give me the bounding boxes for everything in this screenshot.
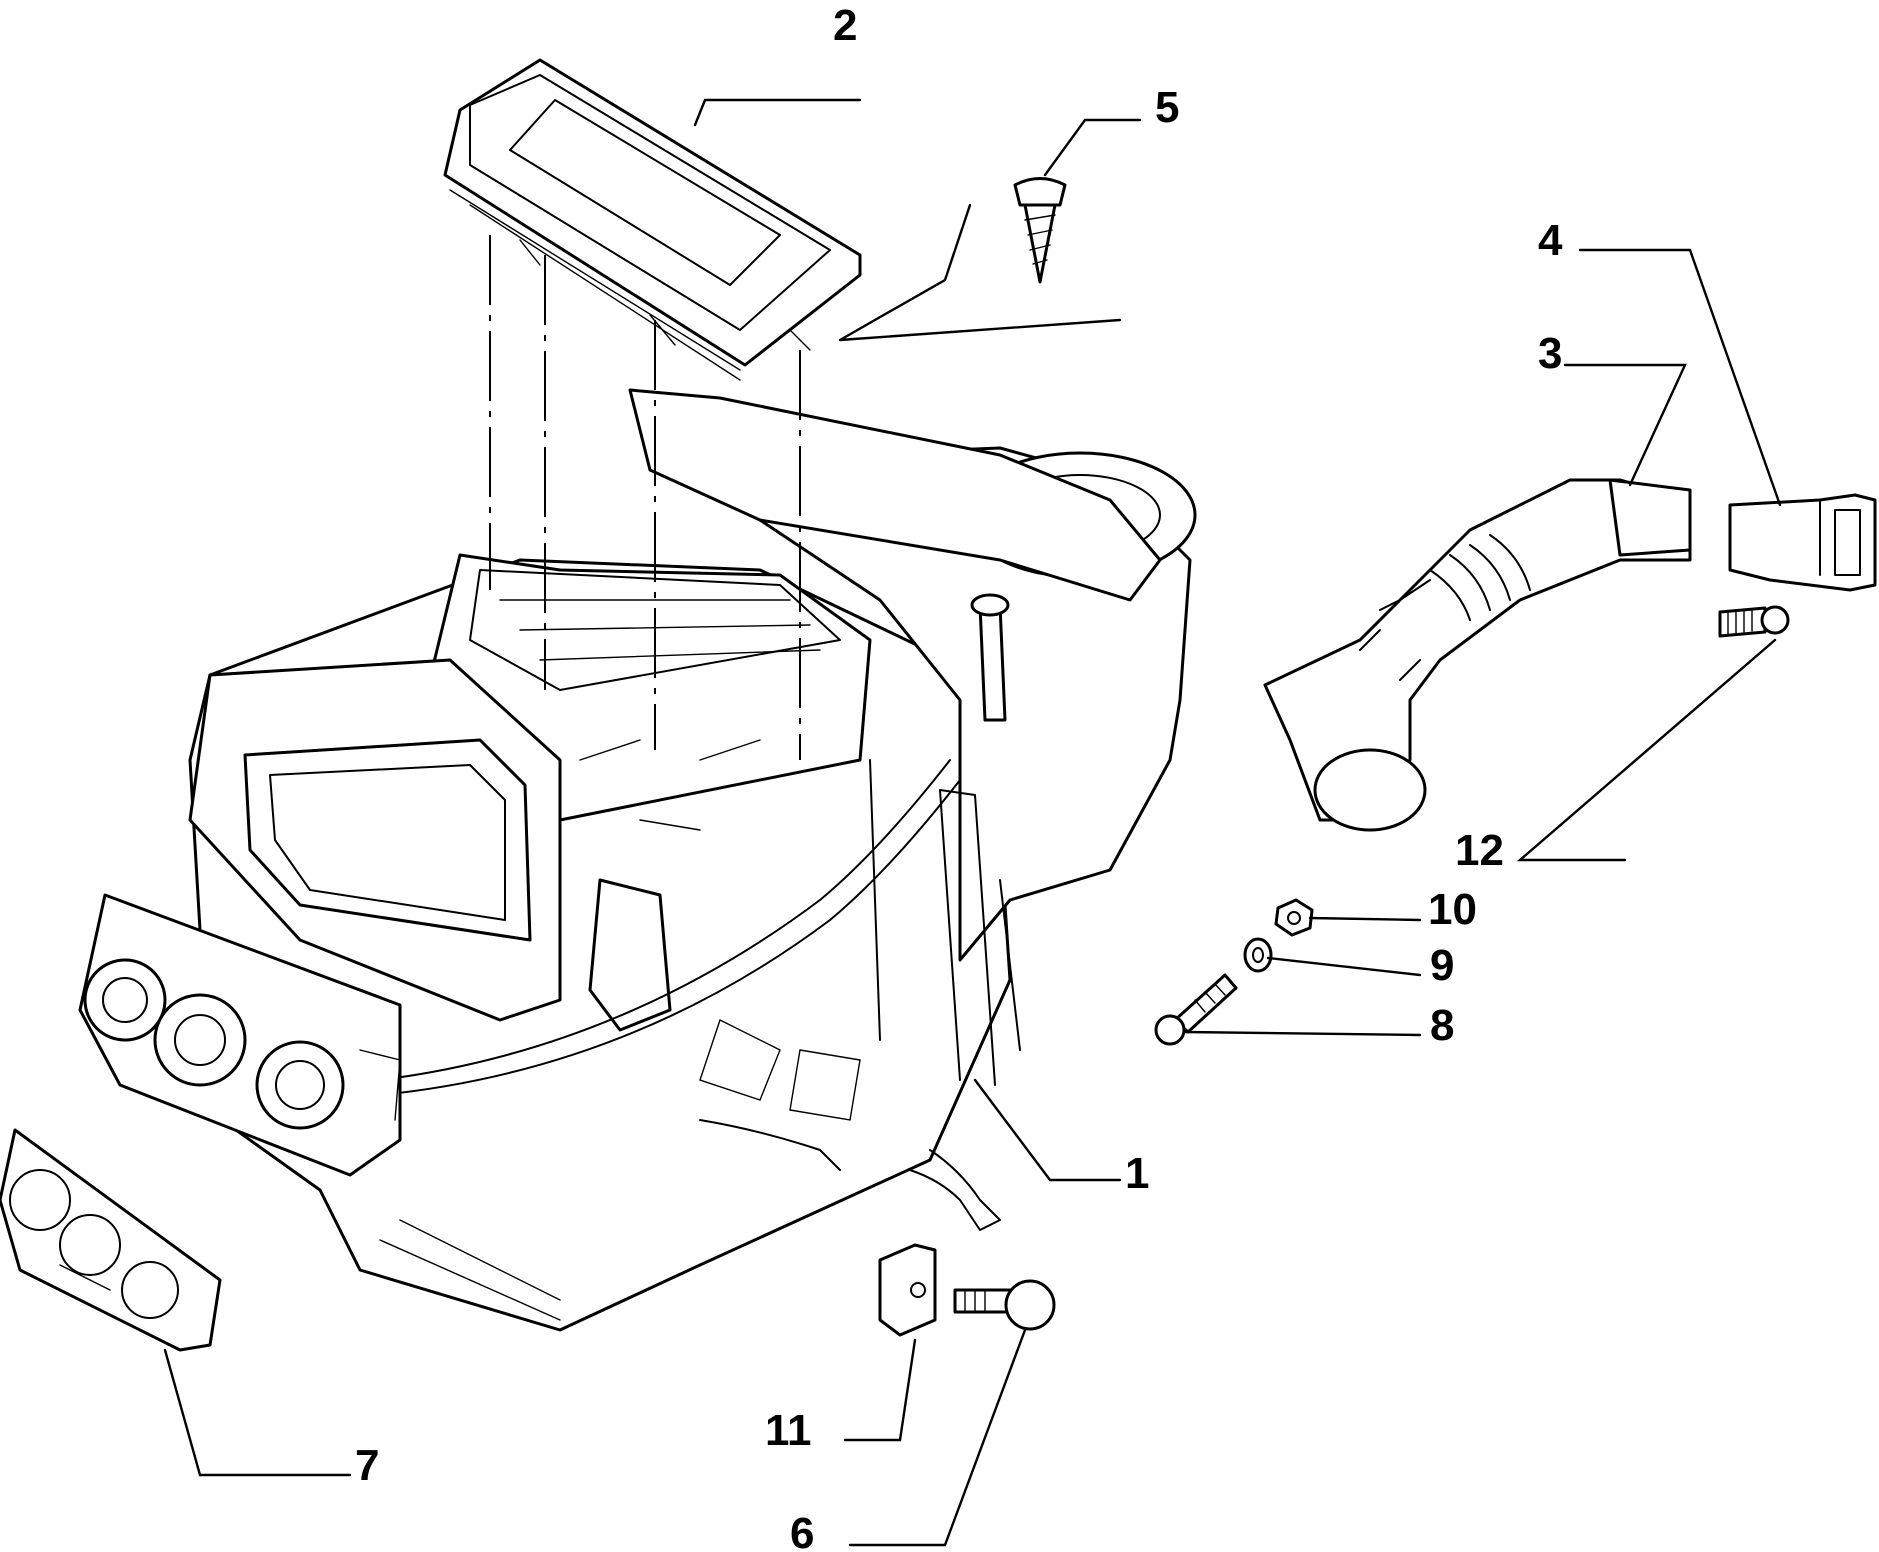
assembly-lines bbox=[489, 235, 801, 760]
callout-3: 3 bbox=[1538, 329, 1562, 378]
callout-4: 4 bbox=[1538, 216, 1563, 265]
heater-housing bbox=[178, 388, 1197, 1332]
callout-1: 1 bbox=[1125, 1149, 1149, 1198]
callout-6: 6 bbox=[790, 1509, 814, 1552]
control-panel bbox=[78, 893, 402, 1177]
washer-9 bbox=[1243, 937, 1273, 973]
callout-labels: 1 2 3 4 5 6 7 8 9 10 11 12 bbox=[355, 1, 1563, 1552]
callout-11: 11 bbox=[765, 1406, 812, 1455]
leader-lines bbox=[163, 98, 1782, 1547]
screw-5 bbox=[1013, 177, 1067, 284]
bolt-12 bbox=[1718, 605, 1790, 638]
callout-10: 10 bbox=[1428, 885, 1477, 934]
callout-8: 8 bbox=[1430, 1001, 1454, 1050]
air-duct bbox=[1263, 478, 1692, 832]
callout-9: 9 bbox=[1430, 941, 1454, 990]
nut-10 bbox=[1274, 898, 1314, 937]
callout-12: 12 bbox=[1455, 826, 1504, 875]
clip-11 bbox=[878, 1243, 937, 1337]
callout-2: 2 bbox=[833, 1, 857, 50]
callout-7: 7 bbox=[355, 1441, 379, 1490]
filter-frame bbox=[443, 58, 862, 381]
callout-5: 5 bbox=[1155, 83, 1179, 132]
control-panel-bezel bbox=[0, 1128, 222, 1352]
screw-8 bbox=[1154, 973, 1238, 1046]
duct-adapter bbox=[1728, 493, 1877, 592]
bolt-6 bbox=[953, 1279, 1056, 1331]
